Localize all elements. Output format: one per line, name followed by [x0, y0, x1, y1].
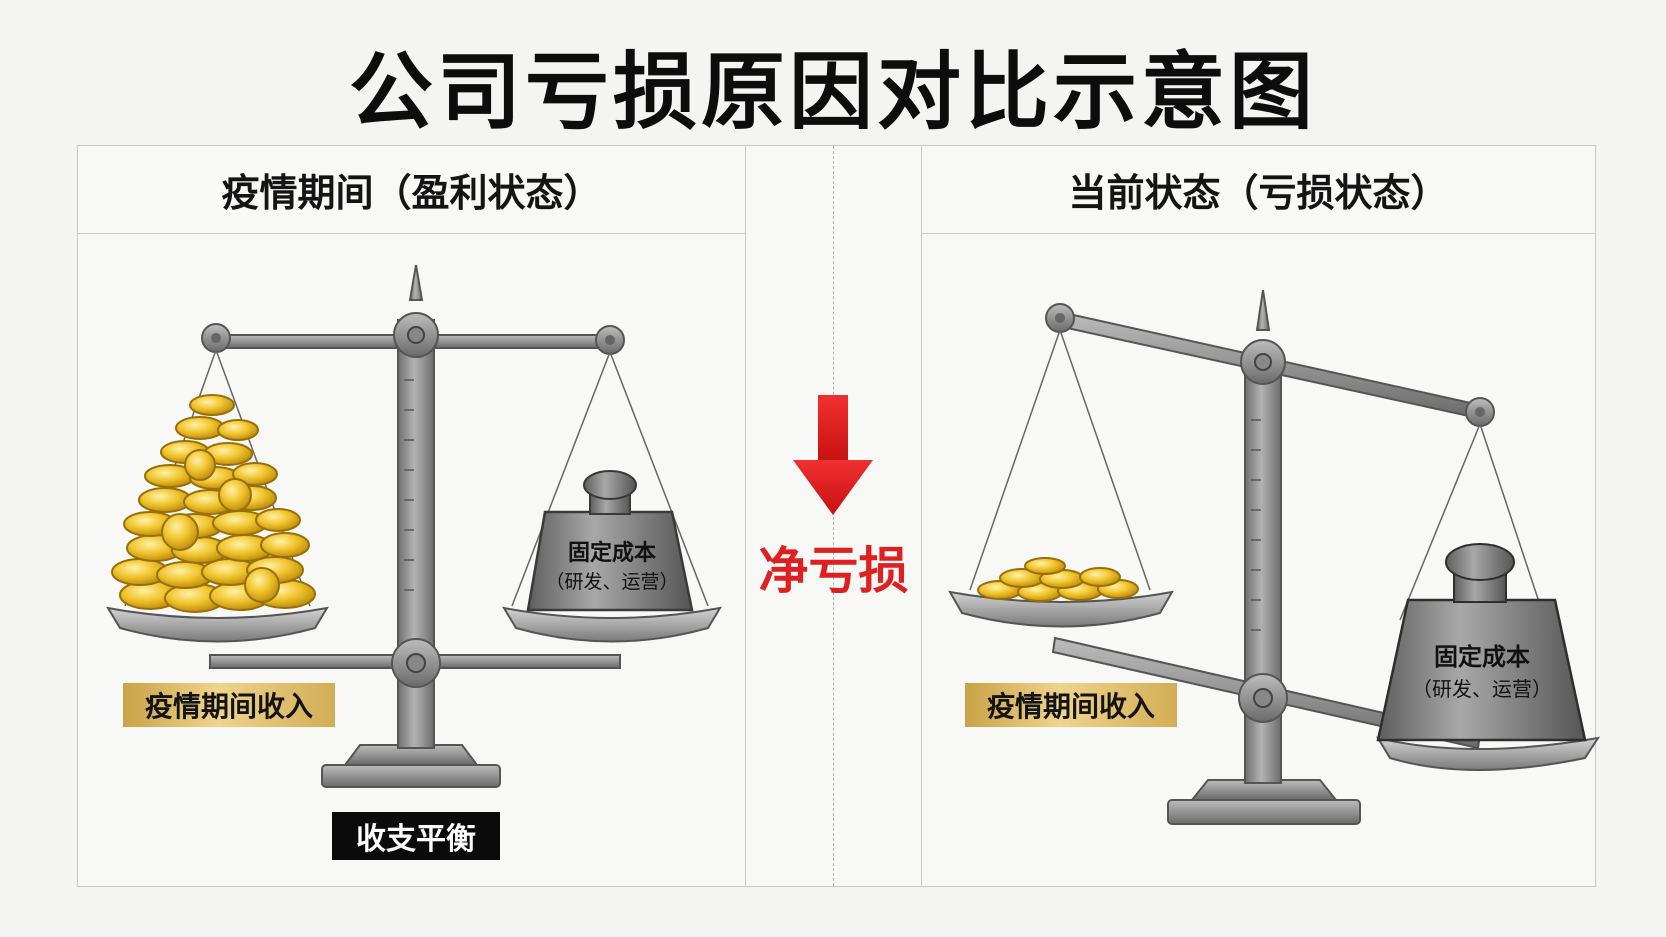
right-weight-label: 固定成本: [1434, 643, 1530, 671]
left-weight-label: 固定成本: [568, 540, 656, 566]
right-panel-heading: 当前状态（亏损状态）: [922, 146, 1595, 234]
weight-icon: 固定成本 （研发、运营）: [526, 470, 694, 612]
balance-scale-icon: [106, 264, 722, 788]
coin-stack-icon: [977, 557, 1139, 602]
left-income-label: 疫情期间收入: [123, 683, 335, 727]
balance-scale-icon: [948, 289, 1601, 825]
balance-label: 收支平衡: [332, 812, 500, 860]
right-weight-sublabel: （研发、运营）: [1412, 677, 1552, 701]
page-title: 公司亏损原因对比示意图: [348, 42, 1317, 141]
right-income-label: 疫情期间收入: [965, 683, 1177, 727]
left-weight-sublabel: （研发、运营）: [545, 571, 678, 593]
down-arrow-icon: [793, 395, 873, 515]
dashed-divider: [833, 146, 834, 886]
middle-column: 净亏损: [746, 145, 921, 887]
weight-icon: 固定成本 （研发、运营）: [1376, 543, 1587, 742]
left-panel-heading: 疫情期间（盈利状态）: [78, 146, 745, 234]
coin-stack-icon: [111, 394, 316, 613]
net-loss-label: 净亏损: [758, 542, 909, 600]
